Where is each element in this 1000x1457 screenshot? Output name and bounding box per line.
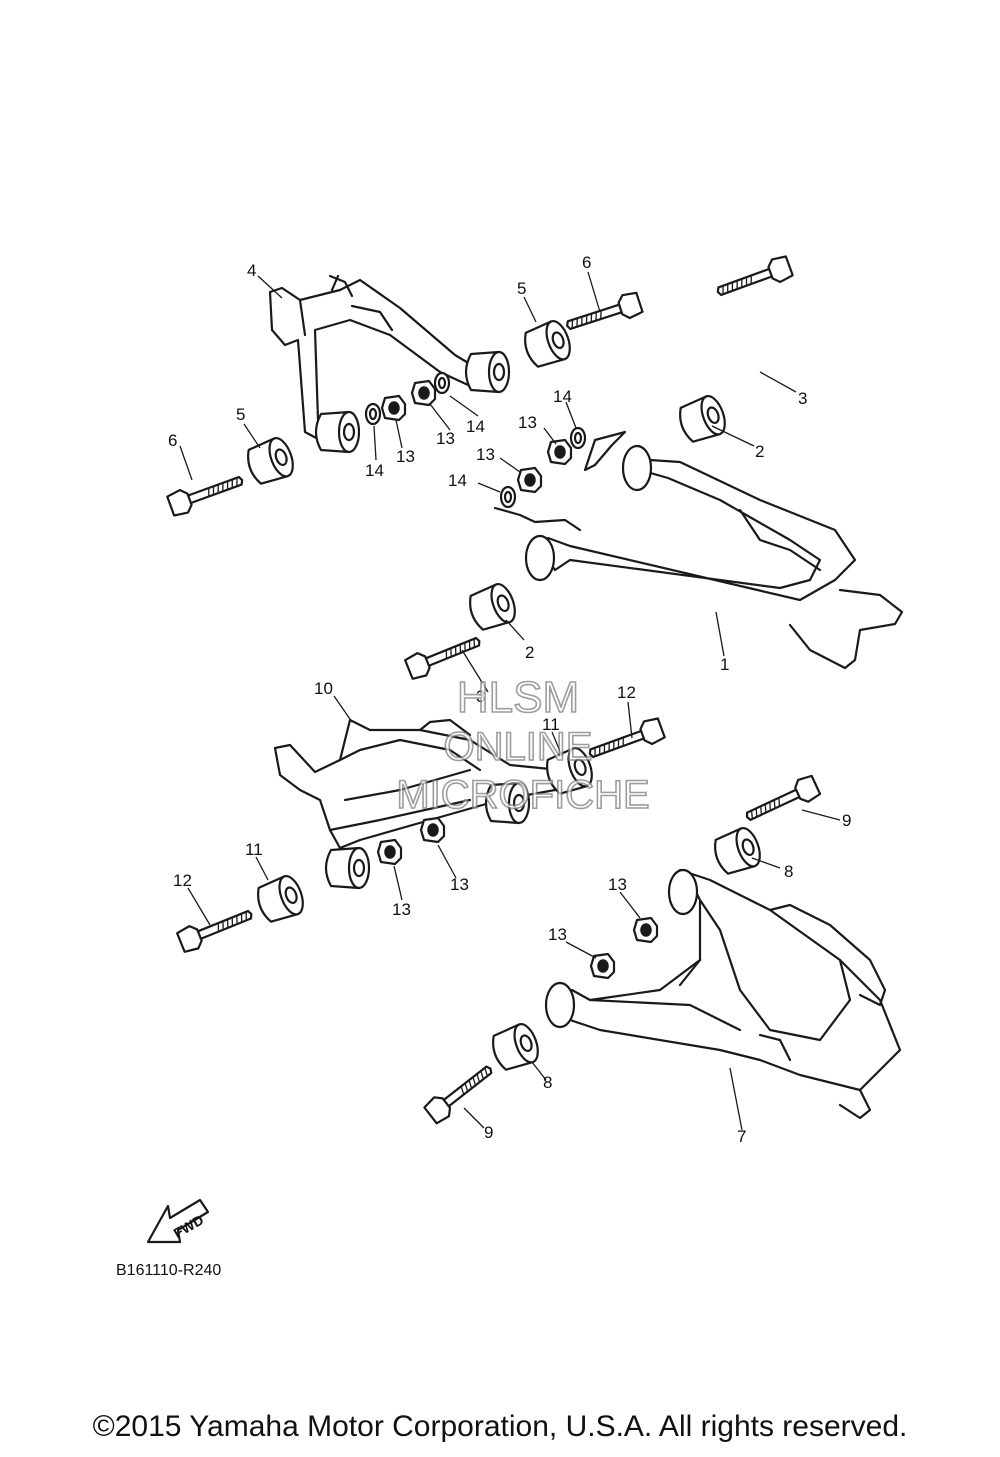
bushing-2a: [674, 391, 731, 447]
callout-11: 11: [542, 715, 560, 734]
callout-2: 2: [755, 442, 764, 461]
bolt-12b: [584, 715, 667, 767]
bolt-9b: [422, 1058, 499, 1126]
washer-14c: [569, 426, 587, 450]
callout-labels: 4 5 6 3 2 5 6 14 13 13 14 13 14 13 14 2 …: [168, 253, 851, 1146]
callout-10: 10: [314, 679, 333, 698]
callout-13: 13: [392, 900, 411, 919]
washer-14b: [433, 371, 451, 395]
upper-arm-right: [493, 430, 904, 670]
nut-13g: [632, 916, 659, 944]
diagram-code: B161110-R240: [116, 1262, 222, 1279]
callout-14: 14: [466, 417, 485, 436]
callout-13: 13: [436, 429, 455, 448]
watermark-line3: MICROFICHE: [396, 773, 649, 817]
nut-13d: [516, 466, 543, 494]
callout-6: 6: [168, 431, 177, 450]
bolt-6b: [562, 289, 645, 339]
callout-3: 3: [476, 687, 485, 706]
lower-arm-right: [544, 868, 902, 1120]
callout-13: 13: [396, 447, 415, 466]
callout-4: 4: [247, 261, 256, 280]
callout-13: 13: [548, 925, 567, 944]
callout-9: 9: [484, 1123, 493, 1142]
nut-13f: [419, 816, 446, 844]
washer-14d: [499, 485, 517, 509]
callout-13: 13: [518, 413, 537, 432]
watermark-line2: ONLINE: [444, 725, 593, 769]
callout-12: 12: [617, 683, 636, 702]
bushing-11a: [252, 871, 309, 927]
copyright-notice: ©2015 Yamaha Motor Corporation, U.S.A. A…: [92, 1410, 908, 1443]
callout-11: 11: [245, 840, 263, 859]
callout-14: 14: [553, 387, 572, 406]
nut-13e: [376, 838, 403, 866]
callout-13: 13: [476, 445, 495, 464]
bolt-6a: [165, 467, 248, 519]
upper-arm-left: [268, 274, 511, 454]
leader-lines: [179, 271, 841, 1131]
bushing-8a: [709, 823, 766, 879]
callout-2: 2: [525, 643, 534, 662]
washer-14a: [364, 402, 382, 426]
callout-13: 13: [450, 875, 469, 894]
nut-13b: [410, 379, 437, 407]
callout-1: 1: [720, 655, 729, 674]
callout-12: 12: [173, 871, 192, 890]
callout-5: 5: [517, 279, 526, 298]
bolt-3a: [712, 253, 795, 305]
nut-13a: [380, 394, 407, 422]
callout-14: 14: [448, 471, 467, 490]
callout-5: 5: [236, 405, 245, 424]
fwd-arrow-icon: FWD: [146, 1198, 210, 1244]
callout-14: 14: [365, 461, 384, 480]
callout-9: 9: [842, 811, 851, 830]
callout-13: 13: [608, 875, 627, 894]
bushing-5a: [242, 433, 299, 489]
callout-6: 6: [582, 253, 591, 272]
lower-arm-left: [273, 718, 562, 890]
bolt-12a: [175, 901, 257, 955]
callout-7: 7: [737, 1127, 746, 1146]
bolt-9a: [740, 772, 823, 830]
callout-3: 3: [798, 389, 807, 408]
nut-13c: [546, 438, 573, 466]
watermark: HLSM ONLINE MICROFICHE: [396, 672, 651, 818]
callout-8: 8: [784, 862, 793, 881]
watermark-line1: HLSM: [457, 673, 579, 722]
callout-8: 8: [543, 1073, 552, 1092]
